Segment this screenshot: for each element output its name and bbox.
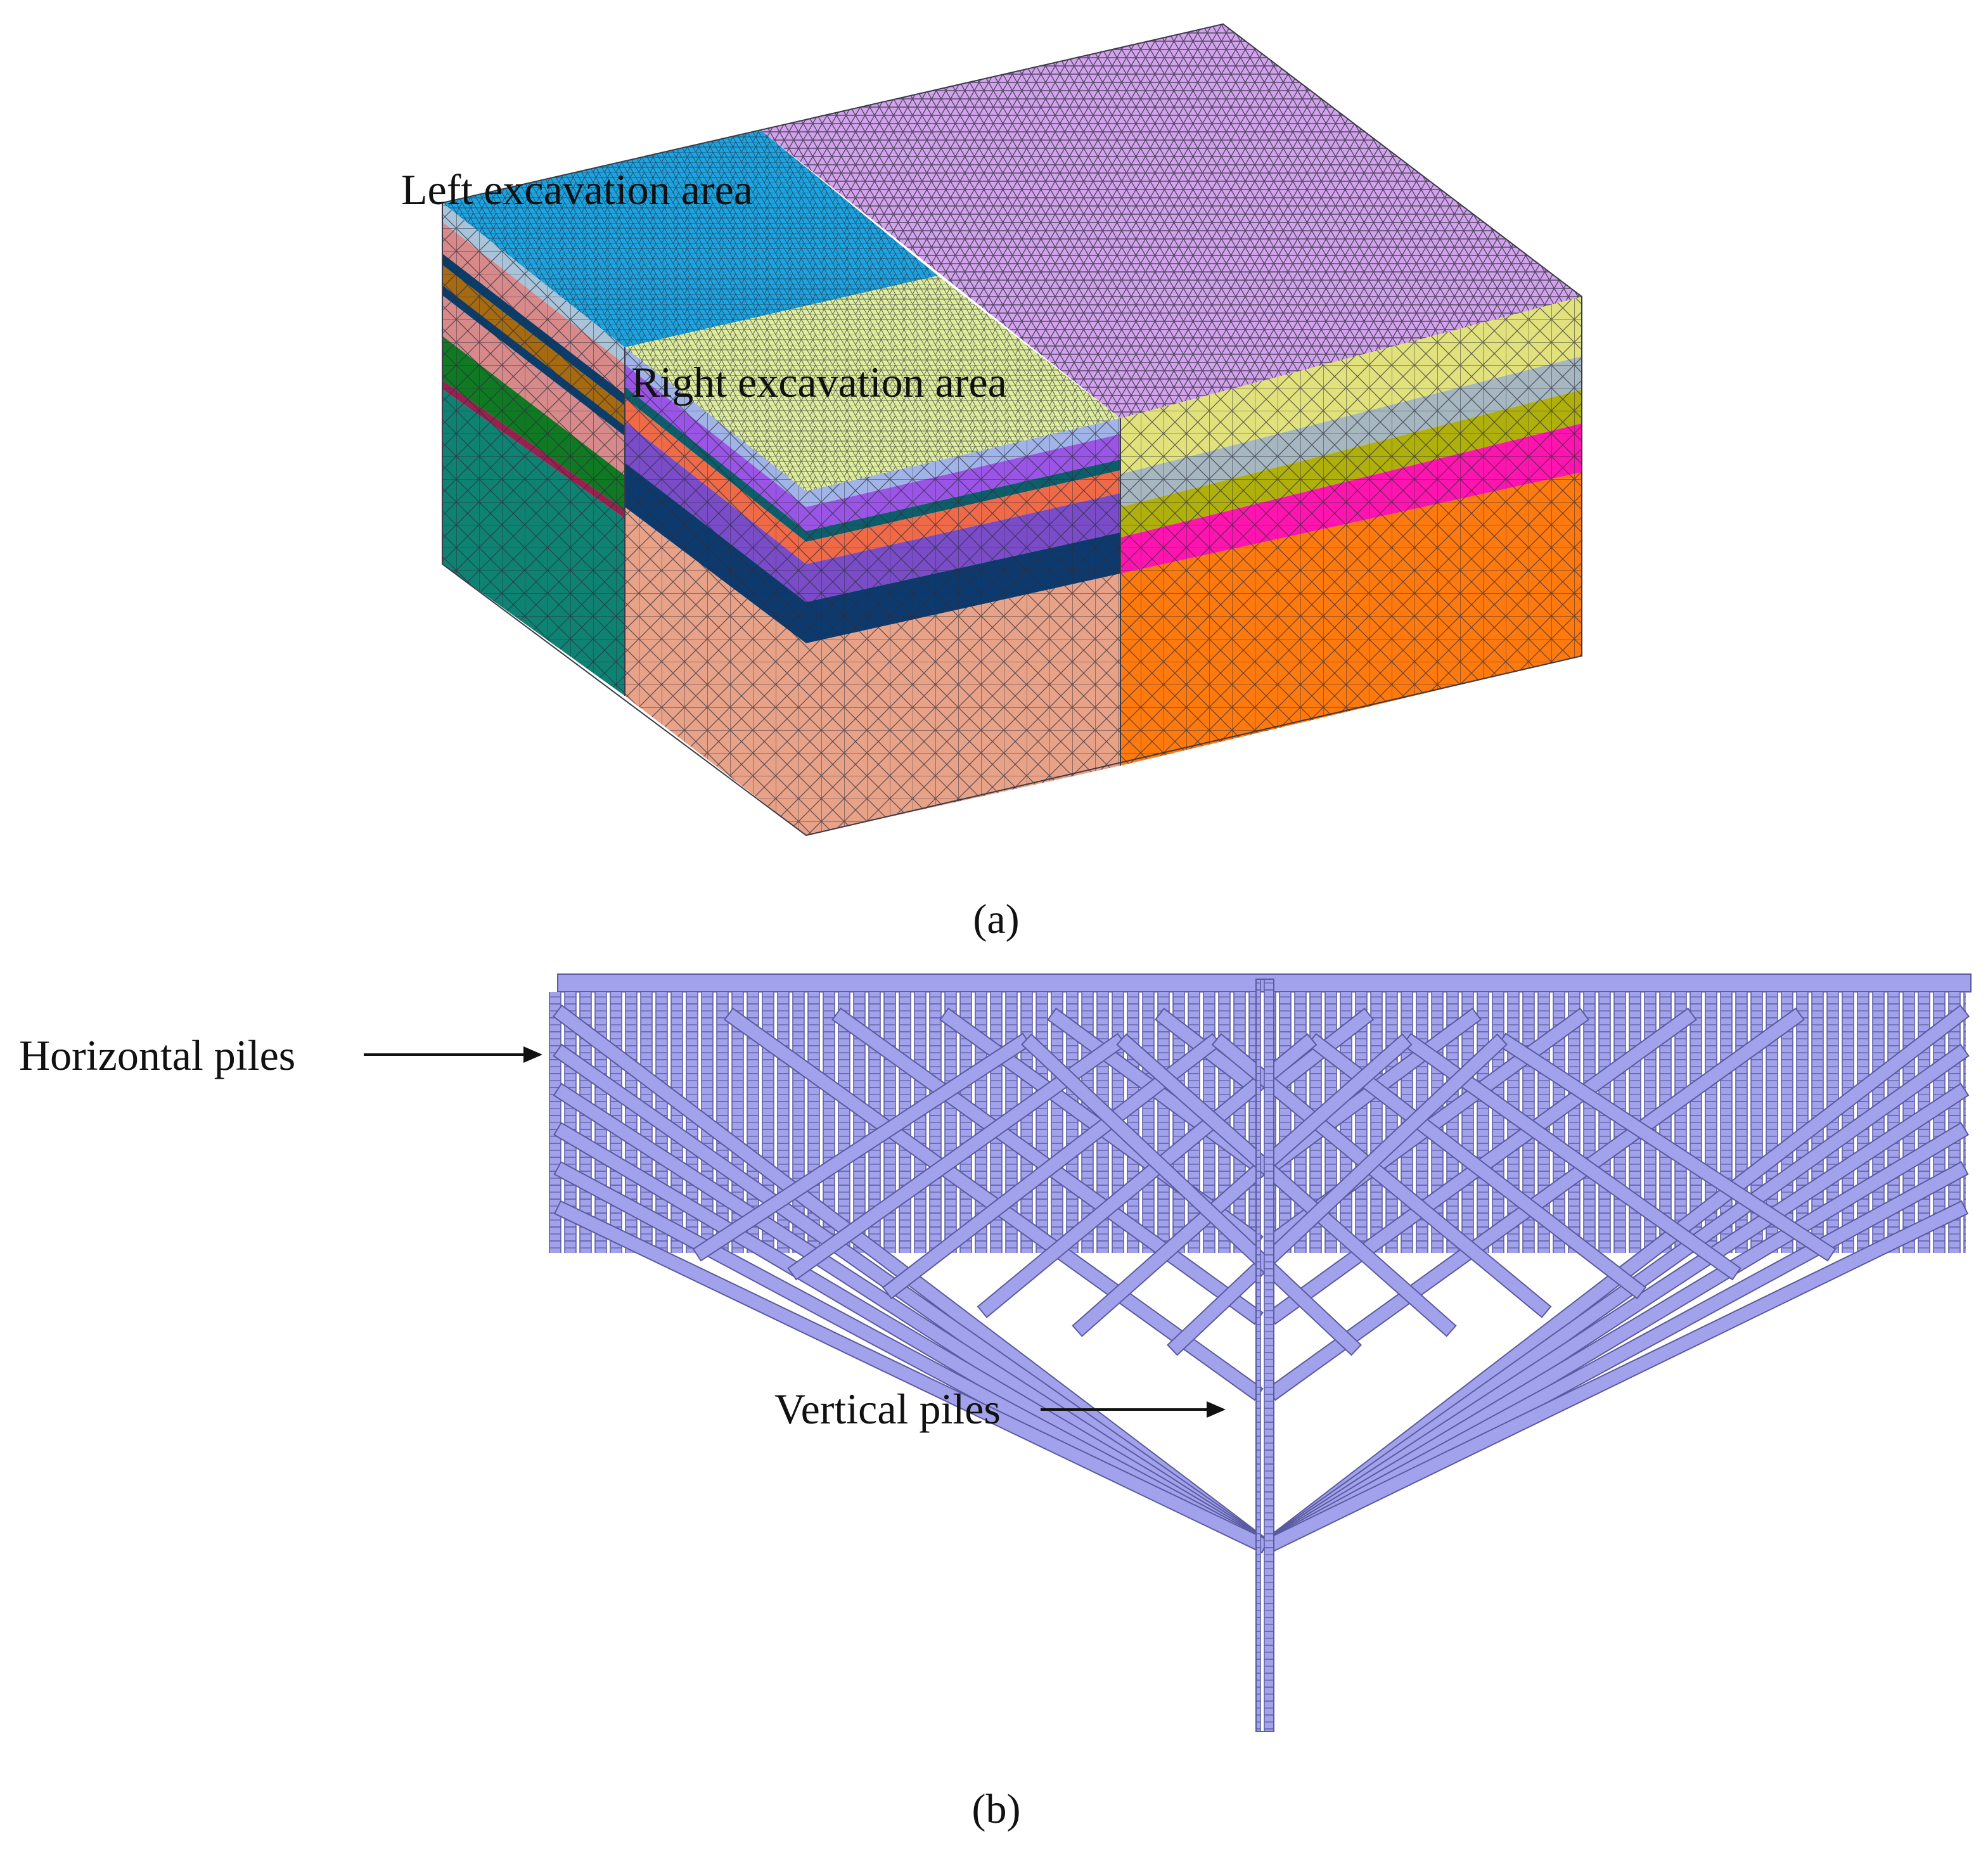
- vertical-piles-label: Vertical piles: [774, 1385, 1001, 1433]
- front-face-right-area: [625, 347, 806, 835]
- cross-right-4: [1116, 1033, 1457, 1337]
- cross-left-3: [977, 1033, 1318, 1318]
- right-excavation-label: Right excavation area: [631, 358, 1007, 406]
- cross-left-1: [787, 1032, 1127, 1281]
- panel-b-pile-layout: Horizontal piles Vertical piles (b): [19, 973, 1972, 1832]
- front-face-right: [1120, 297, 1582, 766]
- cross-left-0: [692, 1032, 1032, 1262]
- diagonal-piles: [552, 1004, 1970, 1554]
- horizontal-piles-label: Horizontal piles: [19, 1031, 295, 1079]
- left-side-face: [442, 203, 625, 696]
- central-vertical-pile: [1255, 979, 1274, 1732]
- horizontal-piles-arrowhead: [523, 1046, 542, 1063]
- caption-b: (b): [972, 1786, 1021, 1832]
- cross-right-3: [1211, 1033, 1552, 1318]
- left-excavation-label: Left excavation area: [401, 165, 753, 214]
- cross-right-5: [1021, 1033, 1362, 1356]
- front-face-center: [806, 418, 1120, 835]
- cross-left-5: [1167, 1033, 1508, 1356]
- caption-a: (a): [973, 896, 1019, 942]
- cross-left-4: [1072, 1033, 1413, 1337]
- panel-a-mesh-model: Left excavation area Right excavation ar…: [401, 23, 1582, 942]
- vertical-piles-arrowhead: [1207, 1401, 1226, 1418]
